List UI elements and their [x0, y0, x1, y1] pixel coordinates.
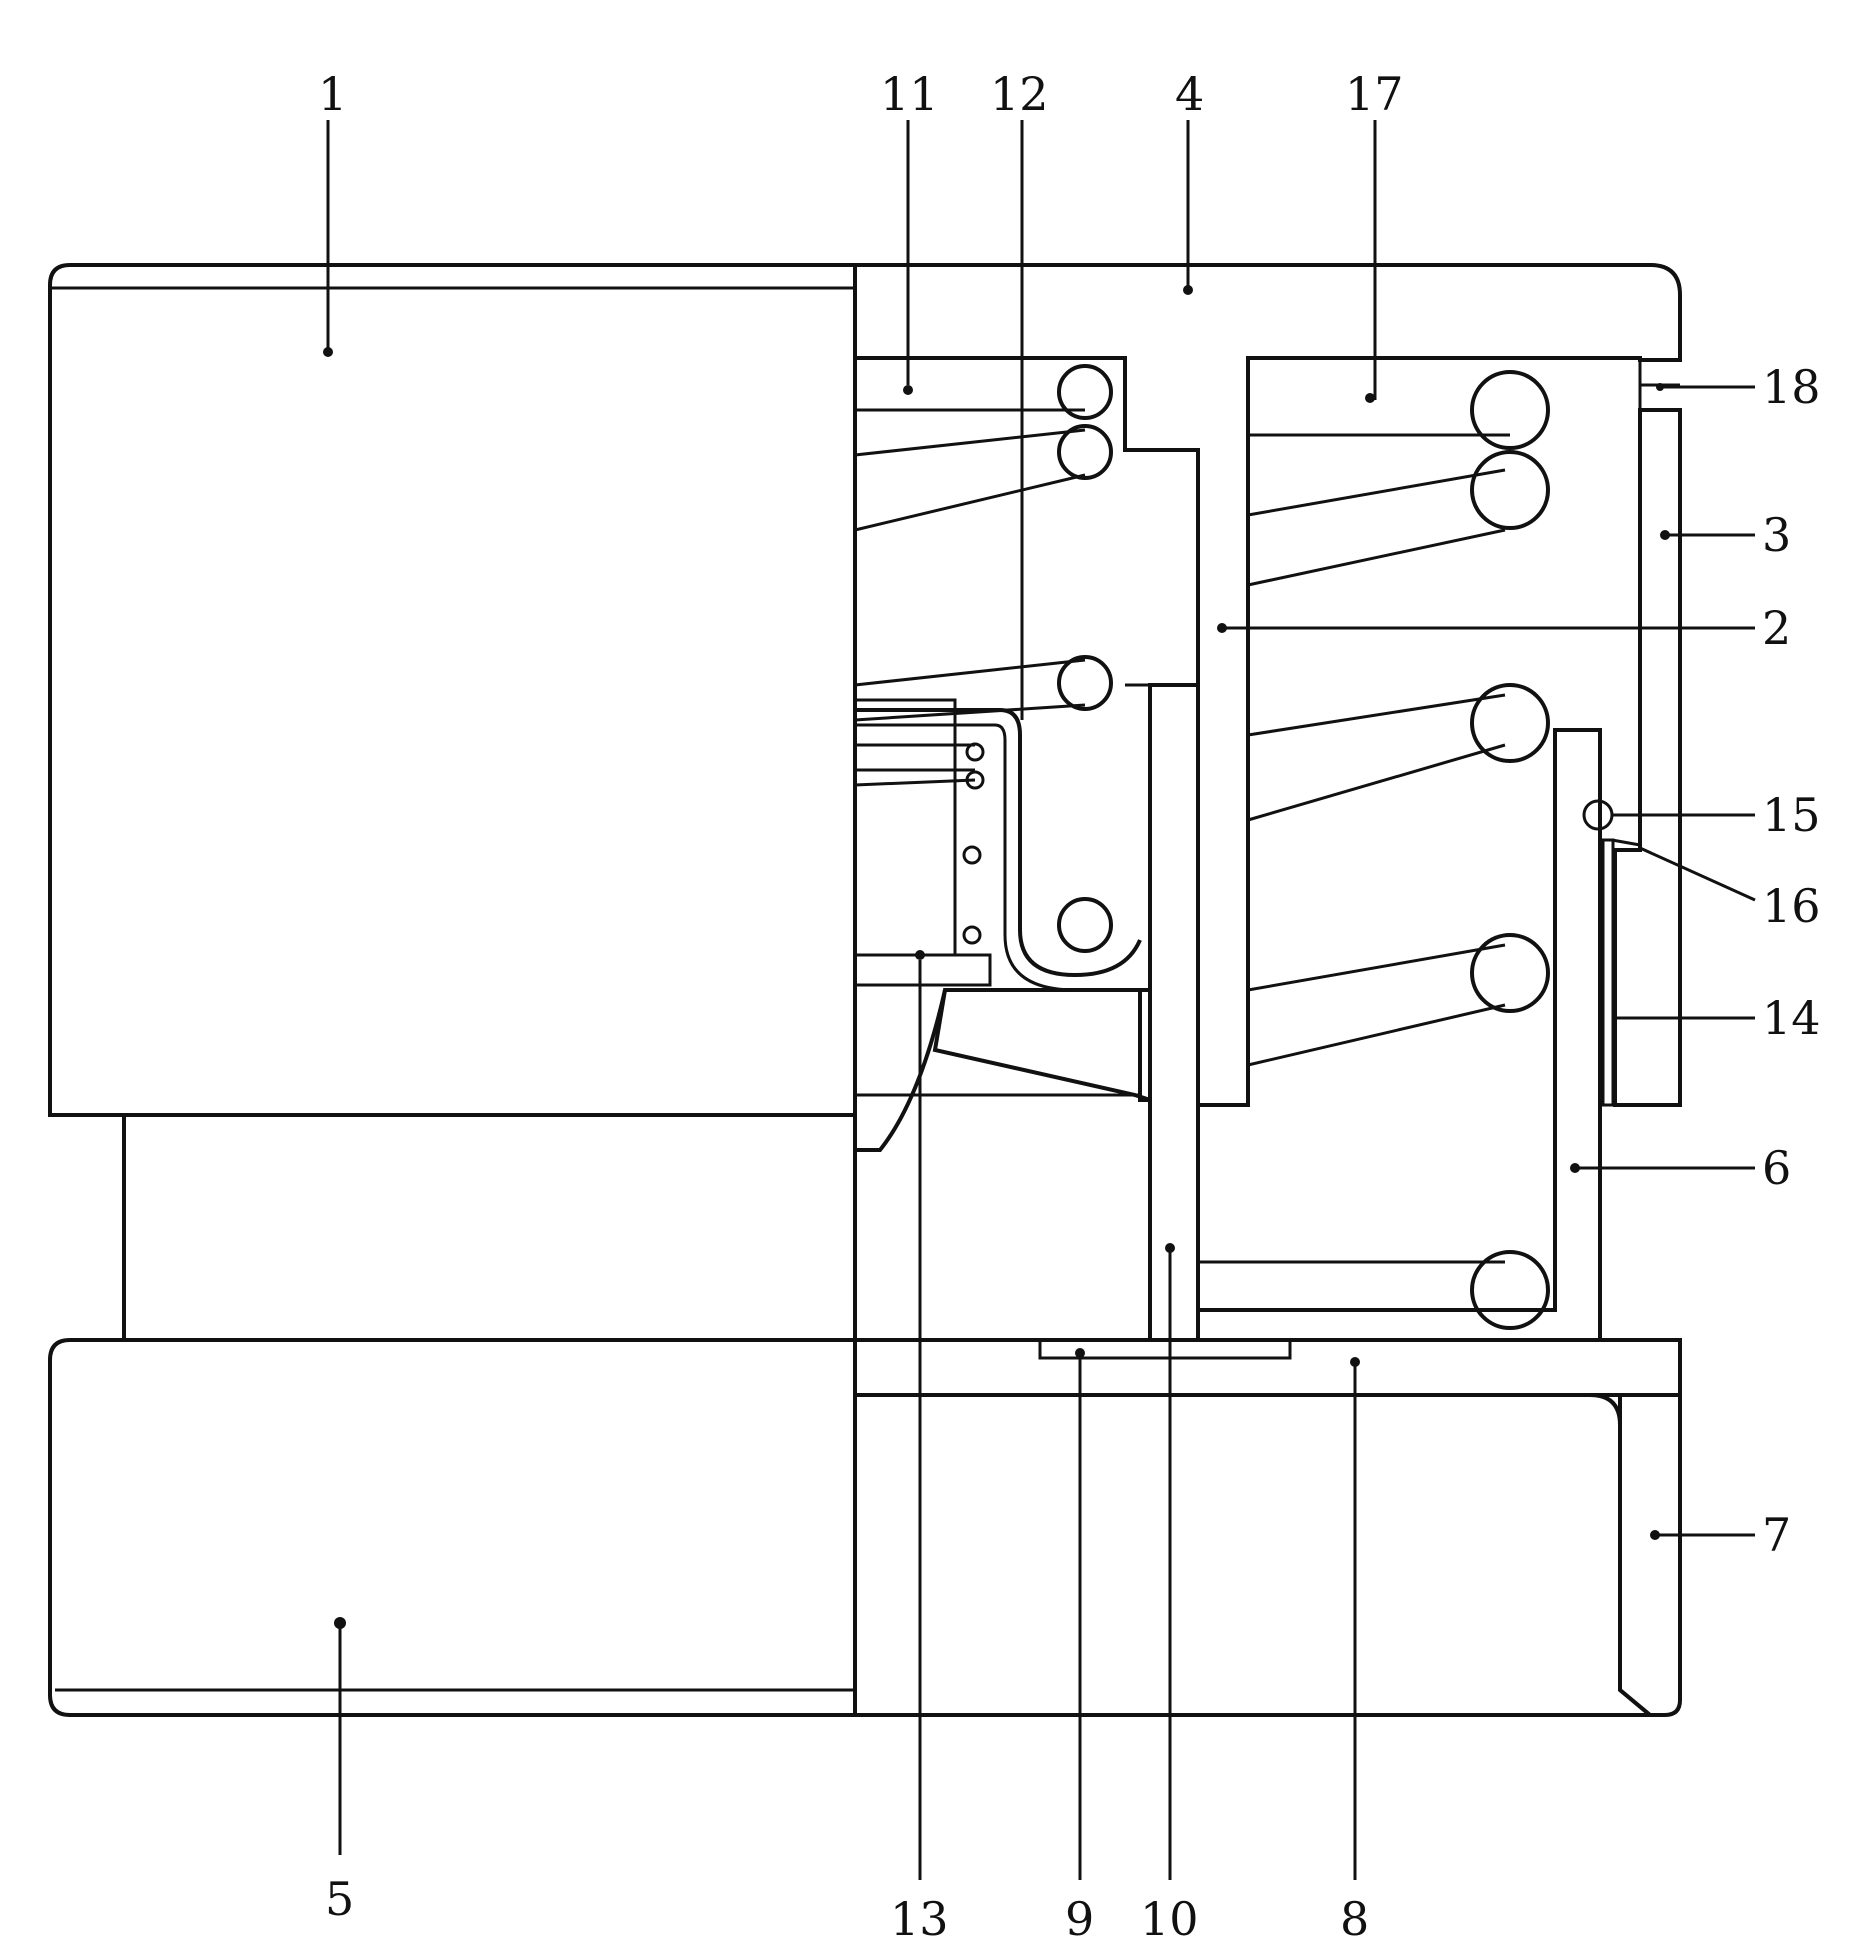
label-1: 1 [318, 67, 347, 121]
small-spring [855, 744, 983, 943]
label-3: 3 [1762, 508, 1791, 562]
label-6: 6 [1762, 1141, 1791, 1195]
part-labels: 1 11 12 4 17 18 3 2 15 16 14 6 7 5 13 9 … [318, 67, 1821, 1946]
component-6-cup [1198, 730, 1600, 1340]
label-12: 12 [990, 67, 1049, 121]
leader-lines [328, 120, 1755, 1880]
label-13: 13 [890, 1892, 949, 1946]
plunger-wedge [855, 990, 1150, 1150]
component-16-pointer [1612, 840, 1640, 845]
label-11: 11 [880, 67, 939, 121]
label-15: 15 [1762, 788, 1821, 842]
component-8-bottom-plate [855, 1340, 1680, 1395]
label-16: 16 [1762, 879, 1821, 933]
neck-between-1-and-5 [124, 1115, 855, 1340]
component-5-block [50, 1340, 855, 1715]
label-17: 17 [1345, 67, 1404, 121]
label-14: 14 [1762, 991, 1821, 1045]
label-18: 18 [1762, 360, 1821, 414]
component-14-strip [1603, 840, 1613, 1105]
label-4: 4 [1175, 67, 1204, 121]
leader-dots [323, 285, 1670, 1629]
label-2: 2 [1762, 601, 1791, 655]
component-11-spring [855, 366, 1150, 951]
label-7: 7 [1762, 1508, 1791, 1562]
label-10: 10 [1140, 1892, 1199, 1946]
label-8: 8 [1340, 1892, 1369, 1946]
component-1-block [50, 265, 855, 1115]
label-9: 9 [1065, 1892, 1094, 1946]
component-3-right-wall [1615, 410, 1680, 1105]
component-17-spring [1198, 372, 1548, 1328]
component-7-lower-wall [855, 1395, 1680, 1715]
label-5: 5 [325, 1872, 354, 1926]
